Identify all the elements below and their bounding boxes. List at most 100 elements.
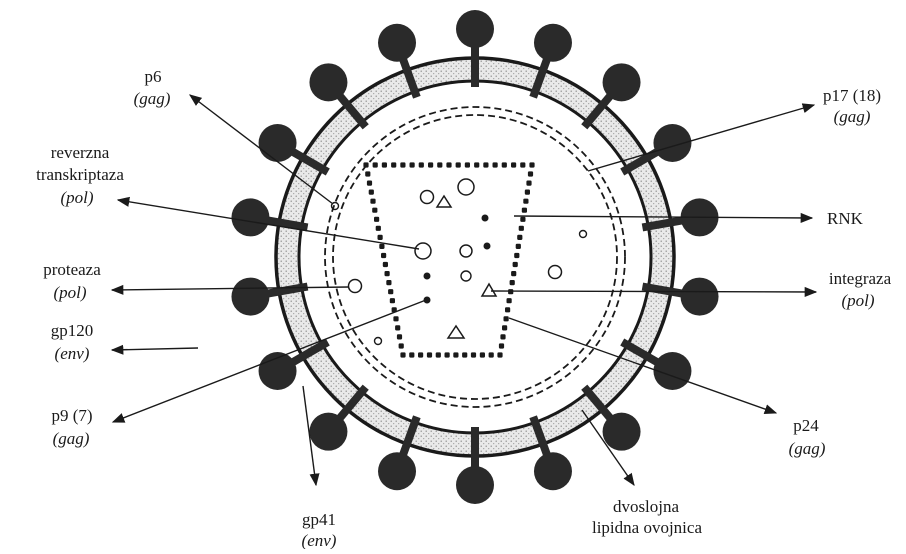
gp120-knob bbox=[603, 63, 641, 101]
gp120-knob bbox=[231, 198, 269, 236]
capsid-dot bbox=[363, 162, 368, 167]
protein-circle bbox=[549, 266, 562, 279]
p9-label: p9 (7) bbox=[51, 406, 92, 425]
capsid-dot bbox=[393, 316, 398, 321]
capsid-dot bbox=[513, 262, 518, 267]
capsid-dot bbox=[365, 171, 370, 176]
capsid-dot bbox=[511, 271, 516, 276]
protein-circle bbox=[375, 338, 382, 345]
gp120-gene-label: (env) bbox=[55, 344, 90, 363]
lipid-envelope bbox=[276, 58, 674, 456]
capsid-dot bbox=[376, 226, 381, 231]
capsid-dot bbox=[502, 325, 507, 330]
rnk-arrow bbox=[514, 216, 812, 218]
capsid-dot bbox=[409, 352, 414, 357]
p9-gene-label: (gag) bbox=[53, 429, 90, 448]
capsid-dot bbox=[428, 162, 433, 167]
dvoslojna-label: dvoslojna bbox=[613, 497, 680, 516]
capsid-dot bbox=[500, 334, 505, 339]
capsid-dot bbox=[471, 352, 476, 357]
capsid-dot bbox=[388, 289, 393, 294]
capsid-dot bbox=[367, 181, 372, 186]
gp120-knob bbox=[378, 24, 416, 62]
gp120-knob bbox=[231, 278, 269, 316]
capsid-dot bbox=[453, 352, 458, 357]
gp120-knob bbox=[456, 466, 494, 504]
capsid-dot bbox=[493, 162, 498, 167]
capsid-dot bbox=[519, 226, 524, 231]
capsid-dot bbox=[489, 352, 494, 357]
capsid-dot bbox=[382, 162, 387, 167]
capsid-dot bbox=[502, 162, 507, 167]
protein-circle bbox=[421, 191, 434, 204]
gp120-knob bbox=[534, 452, 572, 490]
proteaza-label: proteaza bbox=[43, 260, 101, 279]
capsid-dot bbox=[400, 162, 405, 167]
capsid-dot bbox=[510, 280, 515, 285]
capsid-dot bbox=[480, 352, 485, 357]
capsid-dot bbox=[378, 235, 383, 240]
p6-label: p6 bbox=[145, 67, 162, 86]
capsid-dot bbox=[399, 343, 404, 348]
capsid-dot bbox=[418, 352, 423, 357]
p17-gene-label: (gag) bbox=[834, 107, 871, 126]
capsid-dot bbox=[381, 253, 386, 258]
protein-circle bbox=[460, 245, 472, 257]
reverse-transcriptase-circle bbox=[415, 243, 431, 259]
gp41-label: gp41 bbox=[302, 510, 336, 529]
rna-dot bbox=[482, 215, 489, 222]
gp120-knob bbox=[378, 452, 416, 490]
capsid-dot bbox=[465, 162, 470, 167]
capsid-dot bbox=[526, 181, 531, 186]
capsid-dot bbox=[379, 244, 384, 249]
protein-circle bbox=[580, 231, 587, 238]
capsid-dot bbox=[397, 334, 402, 339]
capsid-dot bbox=[370, 199, 375, 204]
capsid-dot bbox=[410, 162, 415, 167]
triangle-protein bbox=[448, 326, 464, 338]
proteaza-gene-label: (pol) bbox=[53, 283, 86, 302]
p6-gene-label: (gag) bbox=[134, 89, 171, 108]
capsid-dot bbox=[446, 162, 451, 167]
gp120-knob bbox=[456, 10, 494, 48]
capsid-dot bbox=[483, 162, 488, 167]
gp120-knob bbox=[603, 413, 641, 451]
rna-dot bbox=[424, 273, 431, 280]
gp120-knob bbox=[534, 24, 572, 62]
capsid-dot bbox=[520, 162, 525, 167]
gp120-knob bbox=[309, 63, 347, 101]
dvoslojna-label-2: lipidna ovojnica bbox=[592, 518, 702, 537]
capsid-dot bbox=[504, 316, 509, 321]
capsid-dot bbox=[372, 208, 377, 213]
capsid-dot bbox=[383, 262, 388, 267]
capsid-dot bbox=[523, 199, 528, 204]
capsid-dot bbox=[525, 190, 530, 195]
capsid-dot bbox=[507, 298, 512, 303]
capsid-dot bbox=[386, 280, 391, 285]
capsid-dot bbox=[511, 162, 516, 167]
capsid-dot bbox=[497, 352, 502, 357]
capsid-dot bbox=[520, 217, 525, 222]
capsid-dot bbox=[390, 298, 395, 303]
capsid-dot bbox=[374, 217, 379, 222]
capsid-dot bbox=[522, 208, 527, 213]
capsid-dot bbox=[419, 162, 424, 167]
integrase-triangle bbox=[482, 284, 496, 296]
reverzna-arrow bbox=[118, 200, 419, 249]
integraza-label: integraza bbox=[829, 269, 892, 288]
capsid-dot bbox=[528, 171, 533, 176]
capsid-dot bbox=[514, 253, 519, 258]
reverzna-label-2: transkriptaza bbox=[36, 165, 124, 184]
protease-circle bbox=[349, 280, 362, 293]
capsid-dot bbox=[462, 352, 467, 357]
capsid-dot bbox=[516, 244, 521, 249]
integraza-arrow bbox=[491, 291, 816, 292]
capsid-dot bbox=[445, 352, 450, 357]
capsid-core bbox=[363, 162, 534, 357]
capsid-dot bbox=[437, 162, 442, 167]
gp41-stem bbox=[471, 427, 479, 471]
gp41-stem bbox=[471, 43, 479, 87]
capsid-dot bbox=[385, 271, 390, 276]
